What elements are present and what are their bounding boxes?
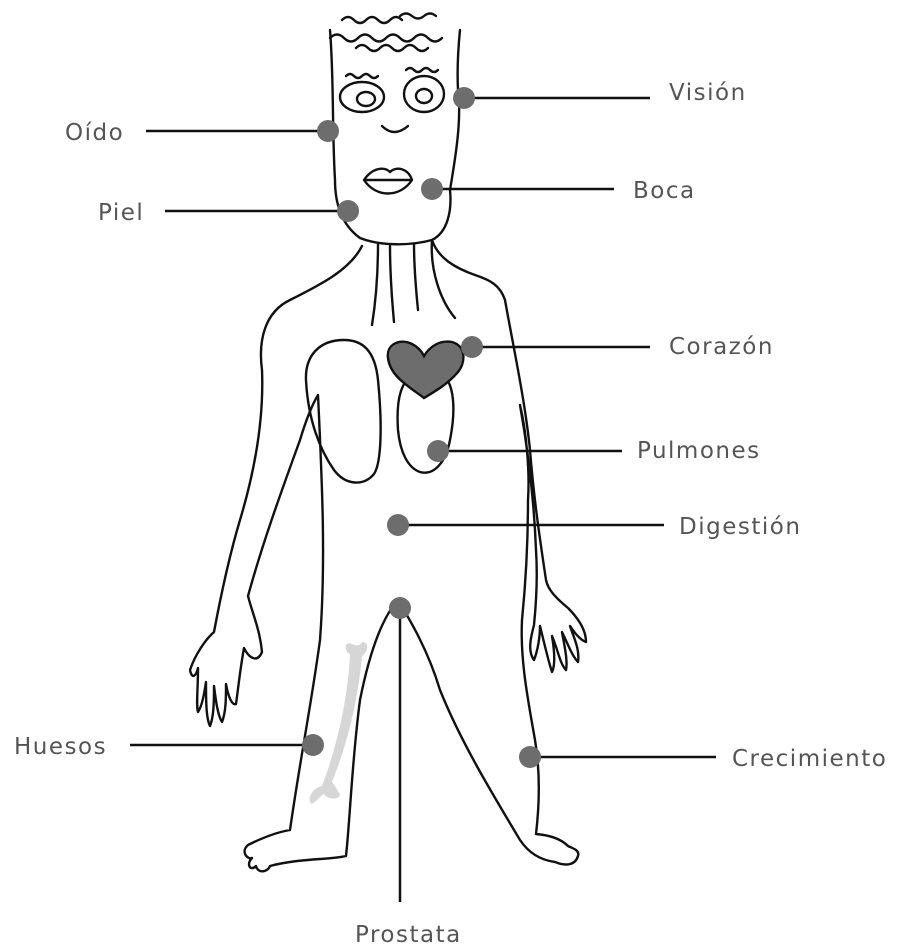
body-outline xyxy=(190,240,586,871)
marker-digestion xyxy=(387,514,409,536)
label-piel: Piel xyxy=(98,200,144,226)
label-digestion: Digestión xyxy=(679,514,801,540)
label-oido: Oído xyxy=(65,120,124,146)
hair xyxy=(330,14,442,52)
nose xyxy=(382,126,408,132)
label-pulmones: Pulmones xyxy=(637,438,761,464)
neck-tubes xyxy=(372,240,455,325)
marker-corazon xyxy=(461,336,483,358)
mouth xyxy=(364,169,412,194)
marker-pulmones xyxy=(427,440,449,462)
marker-piel xyxy=(337,200,359,222)
label-crecimiento: Crecimiento xyxy=(732,746,887,772)
label-vision: Visión xyxy=(669,80,747,106)
marker-boca xyxy=(421,178,443,200)
label-huesos: Huesos xyxy=(14,734,107,760)
label-prostata: Prostata xyxy=(355,922,462,948)
label-boca: Boca xyxy=(633,178,696,204)
eyes xyxy=(340,76,444,112)
label-corazon: Corazón xyxy=(669,334,774,360)
marker-vision xyxy=(453,87,475,109)
marker-crecimiento xyxy=(519,746,541,768)
bone-icon xyxy=(310,642,368,804)
marker-oido xyxy=(317,120,339,142)
marker-prostata xyxy=(389,597,411,619)
marker-huesos xyxy=(302,734,324,756)
